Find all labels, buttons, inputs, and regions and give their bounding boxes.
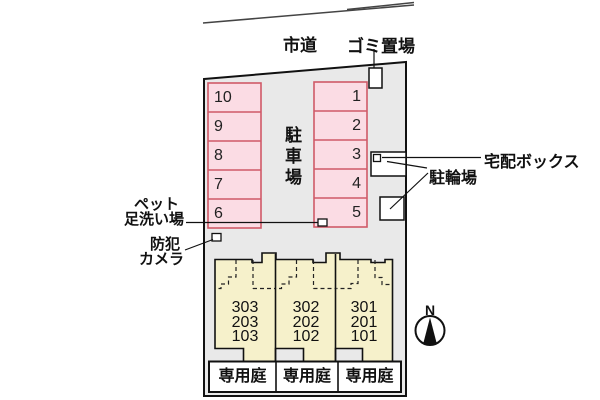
bicycle-pointer-line-2 <box>389 172 429 210</box>
camera-pointer-line <box>184 238 214 251</box>
unit-row: 103 <box>231 328 259 345</box>
garbage-label: ゴミ置場 <box>347 37 415 56</box>
parking-space-9: 9 <box>214 118 223 135</box>
unit-row: 303 <box>231 299 259 316</box>
unit-stack-2: 302 202 102 <box>276 299 336 345</box>
parking-right-column <box>313 81 368 228</box>
building-dashed-lines <box>215 260 392 290</box>
unit-row: 203 <box>231 313 259 331</box>
security-camera-label: 防犯 カメラ <box>104 237 184 267</box>
pet-wash-label-line1: ペット <box>133 196 179 213</box>
unit-divider-lines <box>274 254 337 361</box>
garden-divider-lines <box>275 361 339 392</box>
road-line-upper <box>346 1 415 11</box>
security-camera-label-line1: 防犯 <box>149 236 180 253</box>
pet-wash-label-line2: 足洗い場 <box>123 211 184 228</box>
garbage-box <box>368 67 383 89</box>
bicycle-pointer-line-1 <box>386 160 428 169</box>
parking-space-1: 1 <box>352 88 361 105</box>
parking-space-2: 2 <box>352 117 361 134</box>
garden-label-1: 専用庭 <box>218 368 267 385</box>
parking-space-6: 6 <box>214 205 223 222</box>
road-line-lower <box>202 4 415 24</box>
unit-row: 301 <box>350 299 378 316</box>
garden-strip <box>208 360 402 393</box>
parking-area-label: 駐車場 <box>282 126 301 189</box>
security-camera-label-line2: カメラ <box>138 251 184 268</box>
unit-stack-1: 303 203 103 <box>215 299 275 345</box>
unit-row: 102 <box>292 328 320 345</box>
unit-row: 202 <box>292 313 320 331</box>
bicycle-parking-label: 駐輪場 <box>429 170 478 187</box>
unit-row: 302 <box>292 299 320 316</box>
parking-space-7: 7 <box>214 176 223 193</box>
parking-space-5: 5 <box>352 204 361 221</box>
unit-row: 101 <box>350 328 378 345</box>
garden-label-2: 専用庭 <box>282 368 331 385</box>
north-arrow-icon <box>423 317 437 345</box>
parking-space-8: 8 <box>214 147 223 164</box>
road-label: 市道 <box>283 36 317 55</box>
parking-space-3: 3 <box>352 146 361 163</box>
security-camera-box <box>211 232 222 242</box>
unit-stack-3: 301 201 101 <box>334 299 394 345</box>
unit-row: 201 <box>350 313 378 331</box>
delivery-box <box>372 153 382 163</box>
north-label: N <box>424 302 436 318</box>
parking-left-column <box>207 82 262 229</box>
bicycle-parking-lower-box <box>379 196 405 221</box>
garden-label-3: 専用庭 <box>345 368 394 385</box>
delivery-box-label: 宅配ボックス <box>484 154 580 171</box>
pet-wash-label: ペット 足洗い場 <box>104 197 184 227</box>
parking-space-10: 10 <box>214 89 232 106</box>
parking-space-4: 4 <box>352 175 361 192</box>
